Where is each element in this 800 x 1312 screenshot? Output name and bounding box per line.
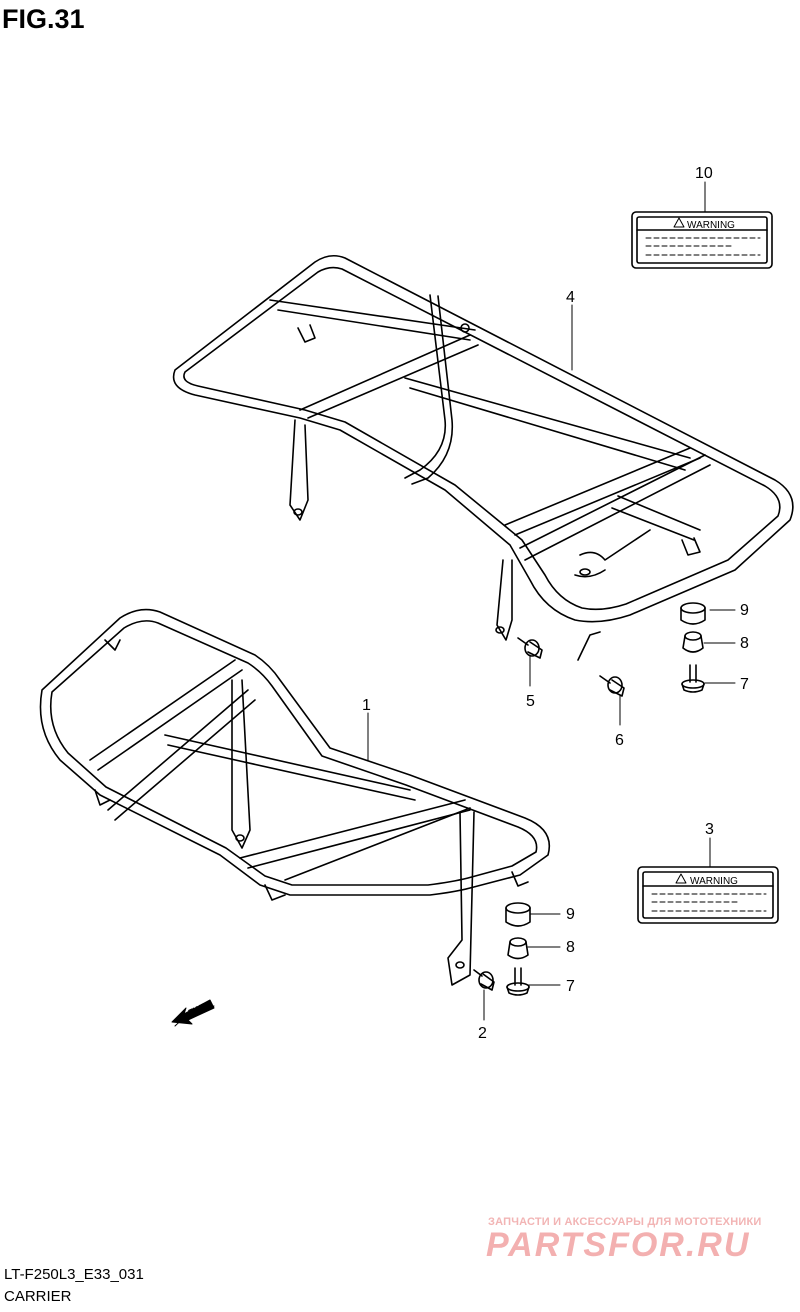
- rear-hardware: [517, 602, 706, 697]
- watermark-tagline: ЗАПЧАСТИ И АКСЕССУАРЫ ДЛЯ МОТОТЕХНИКИ: [488, 1216, 762, 1228]
- figure-title: FIG.31: [2, 4, 85, 34]
- callout-1: 1: [362, 697, 371, 714]
- callout-6: 6: [615, 732, 624, 749]
- front-carrier: [39, 608, 550, 986]
- diagram-code: LT-F250L3_E33_031: [4, 1266, 144, 1283]
- callout-4: 4: [566, 289, 575, 306]
- watermark-logo: PARTSFOR.RU: [486, 1226, 751, 1264]
- callout-3: 3: [705, 821, 714, 838]
- leader-lines: [367, 181, 736, 1021]
- warning-label-10: [631, 211, 773, 269]
- callout-2: 2: [478, 1025, 487, 1042]
- warning-label-3: [637, 866, 779, 924]
- callout-10: 10: [695, 165, 713, 182]
- diagram-caption: CARRIER: [4, 1288, 72, 1305]
- rear-carrier: [172, 254, 794, 641]
- callout-9-front: 9: [566, 906, 575, 923]
- callout-7-front: 7: [566, 978, 575, 995]
- front-hardware: [473, 902, 531, 996]
- callout-7-rear: 7: [740, 676, 749, 693]
- callout-5: 5: [526, 693, 535, 710]
- callout-8-front: 8: [566, 939, 575, 956]
- callout-8-rear: 8: [740, 635, 749, 652]
- warning-label-3-text: WARNING: [690, 876, 738, 887]
- warning-label-10-text: WARNING: [687, 220, 735, 231]
- callout-9-rear: 9: [740, 602, 749, 619]
- fwd-arrow: [171, 999, 215, 1027]
